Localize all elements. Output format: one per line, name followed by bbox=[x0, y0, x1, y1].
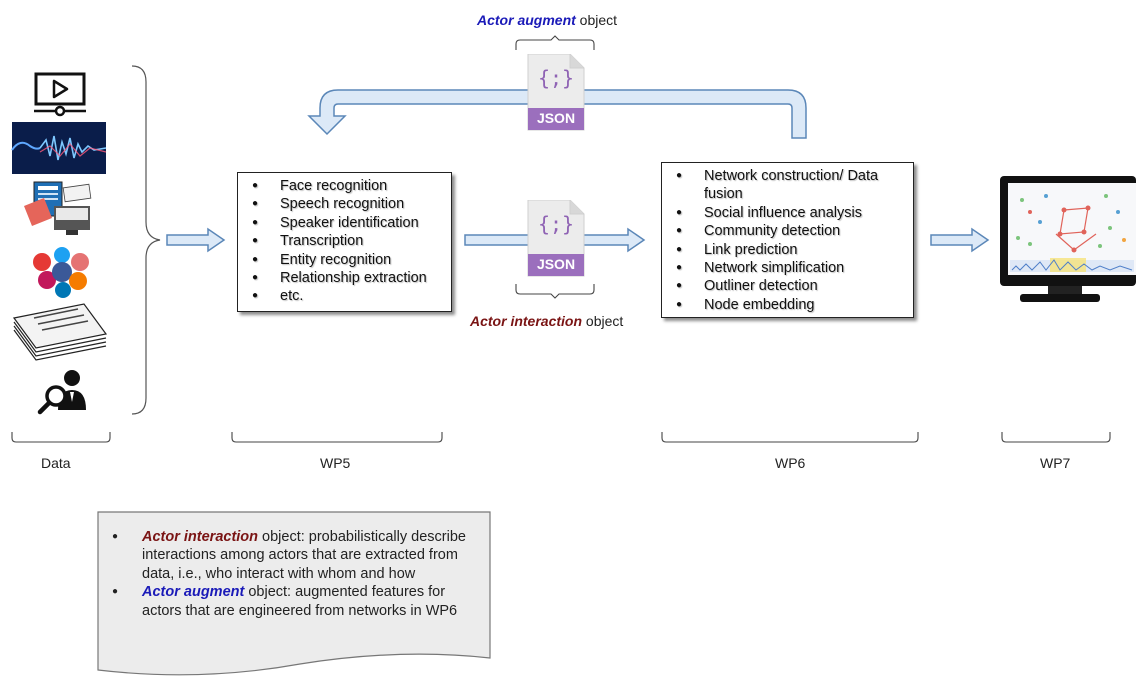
stage-label-data: Data bbox=[41, 455, 71, 471]
list-item: Face recognition bbox=[238, 177, 451, 196]
list-item: Outliner detection bbox=[662, 277, 913, 296]
documents-icon bbox=[12, 303, 108, 361]
wp5-task-list: Face recognition Speech recognition Spea… bbox=[238, 177, 451, 306]
list-item: Community detection bbox=[662, 222, 913, 241]
list-item: Relationship extraction bbox=[238, 269, 451, 288]
brace-wp7 bbox=[1001, 432, 1111, 443]
wp6-task-list: Network construction/ Data fusion Social… bbox=[662, 167, 913, 315]
json-file-icon-top: {;} JSON bbox=[526, 53, 586, 137]
note-emph: Actor interaction bbox=[142, 529, 259, 545]
json-file-icon-bottom: {;} JSON bbox=[526, 199, 586, 283]
list-item: Speaker identification bbox=[238, 214, 451, 233]
list-item: Speech recognition bbox=[238, 195, 451, 214]
list-item: Social influence analysis bbox=[662, 204, 913, 223]
actor-augment-label: Actor augment object bbox=[477, 12, 617, 28]
wp5-task-box: Face recognition Speech recognition Spea… bbox=[237, 172, 452, 312]
json-badge-text: JSON bbox=[536, 256, 576, 272]
actor-augment-rest: object bbox=[575, 12, 618, 28]
brace-wp5 bbox=[231, 432, 443, 443]
monitor-icon bbox=[1000, 176, 1136, 302]
brace-wp6 bbox=[661, 432, 919, 443]
news-icon bbox=[24, 181, 92, 235]
json-badge-text: JSON bbox=[536, 110, 576, 126]
social-media-icon bbox=[33, 247, 89, 298]
feedback-arrow bbox=[307, 89, 807, 139]
json-glyph: {;} bbox=[537, 66, 575, 90]
list-item: Entity recognition bbox=[238, 251, 451, 270]
json-glyph: {;} bbox=[537, 212, 575, 236]
top-json-brace bbox=[515, 35, 595, 50]
actor-interaction-label: Actor interaction object bbox=[470, 313, 623, 329]
video-icon bbox=[34, 72, 86, 117]
list-item: Transcription bbox=[238, 232, 451, 251]
brace-data bbox=[11, 432, 111, 443]
note-emph: Actor augment bbox=[142, 584, 245, 601]
arrow-wp6-to-wp7 bbox=[930, 227, 990, 253]
note-list: Actor interaction object: probabilistica… bbox=[112, 528, 482, 620]
network-nodes bbox=[1016, 194, 1126, 253]
bottom-json-brace bbox=[515, 284, 595, 299]
voice-wave-icon bbox=[11, 122, 107, 174]
list-item: etc. bbox=[238, 287, 451, 306]
stage-label-wp6: WP6 bbox=[775, 455, 806, 471]
list-item: Network construction/ Data fusion bbox=[662, 167, 913, 204]
wp6-task-box: Network construction/ Data fusion Social… bbox=[661, 162, 914, 318]
list-item: Link prediction bbox=[662, 241, 913, 260]
note-text: object: augmented features for actors th… bbox=[142, 584, 458, 619]
note-text: object: probabilistically describe inter… bbox=[142, 529, 466, 582]
stage-label-wp7: WP7 bbox=[1040, 455, 1071, 471]
note-item-actor-interaction: Actor interaction object: probabilistica… bbox=[112, 528, 482, 583]
list-item: Network simplification bbox=[662, 259, 913, 278]
stage-label-wp5: WP5 bbox=[320, 455, 351, 471]
actor-augment-emph: Actor augment bbox=[477, 12, 576, 28]
note-item-actor-augment: Actor augment object: augmented features… bbox=[112, 583, 482, 620]
arrow-data-to-wp5 bbox=[166, 227, 226, 253]
list-item: Node embedding bbox=[662, 296, 913, 315]
actor-interaction-rest: object bbox=[582, 313, 624, 329]
actor-interaction-emph: Actor interaction bbox=[470, 313, 583, 329]
investigator-icon bbox=[37, 370, 86, 415]
data-brace bbox=[131, 65, 161, 415]
